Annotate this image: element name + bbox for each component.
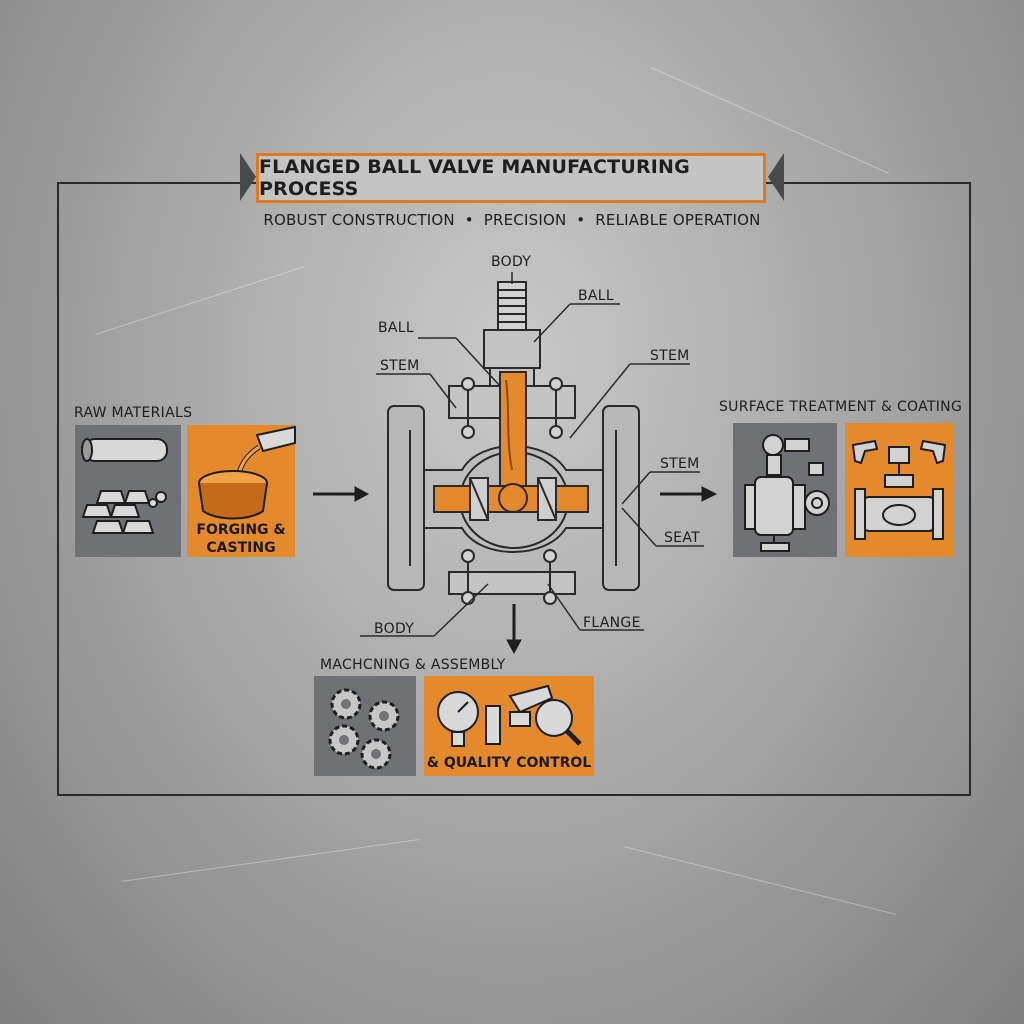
surface-treatment-label: SURFACE TREATMENT & COATING: [719, 399, 963, 415]
machining-tile: [314, 676, 416, 776]
ladle-pour-icon: [198, 425, 296, 520]
label-body-top: BODY: [491, 254, 532, 270]
label-ball-left: BALL: [378, 320, 414, 336]
label-flange: FLANGE: [583, 615, 641, 631]
label-seat: SEAT: [664, 530, 700, 546]
label-stem-right-lower: STEM: [660, 456, 700, 472]
quality-control-tile: & QUALITY CONTROL: [424, 676, 594, 776]
forging-label-line1: FORGING &: [196, 522, 286, 538]
label-stem-left: STEM: [380, 358, 420, 374]
gears-icon: [328, 688, 400, 770]
forging-casting-tile: FORGING & CASTING: [187, 425, 296, 557]
label-body-bottom: BODY: [374, 621, 415, 637]
machining-assembly-label: MACHCNING & ASSEMBLY: [320, 657, 506, 673]
page-title: FLANGED BALL VALVE MANUFACTURING PROCESS: [256, 153, 766, 203]
label-ball-right: BALL: [578, 288, 614, 304]
title-banner: FLANGED BALL VALVE MANUFACTURING PROCESS: [240, 153, 784, 203]
spray-coating-icon: [851, 439, 947, 540]
raw-materials-label: RAW MATERIALS: [74, 405, 193, 421]
raw-materials-icon: [81, 438, 168, 534]
forging-casting-label: FORGING & CASTING: [187, 521, 295, 557]
label-stem-right-upper: STEM: [650, 348, 690, 364]
valve-assembly-icon: [744, 434, 830, 552]
raw-materials-tile: [75, 425, 181, 557]
banner-left-arrow: [240, 153, 256, 201]
forging-label-line2: CASTING: [206, 540, 276, 556]
coating-tile: [845, 423, 953, 557]
banner-right-arrow: [768, 153, 784, 201]
quality-control-label: & QUALITY CONTROL: [426, 755, 592, 771]
gauge-inspection-icon: [437, 684, 582, 747]
surface-treatment-tile: [733, 423, 837, 557]
page-subtitle: ROBUST CONSTRUCTION • PRECISION • RELIAB…: [263, 211, 761, 229]
